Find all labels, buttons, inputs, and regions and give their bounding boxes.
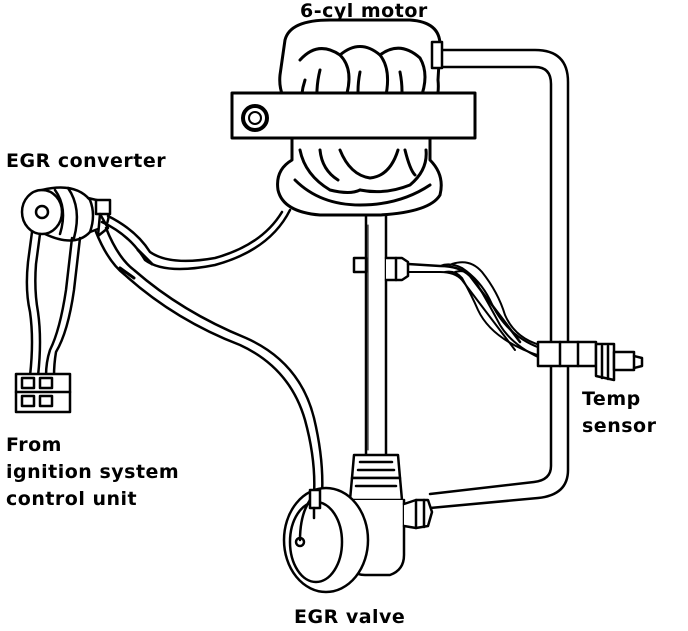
egr-valve-label: EGR valve: [294, 606, 406, 628]
harness-connector: [14, 372, 72, 414]
vacuum-hose-to-motor: [100, 208, 292, 271]
manifold-bolt: [241, 104, 269, 132]
temp-sensor-label-line2: sensor: [582, 415, 657, 437]
ignition-source-label-line2: ignition system: [6, 461, 180, 483]
motor-cylinder-ribs: [293, 45, 432, 207]
motor-label: 6-cyl motor: [300, 0, 428, 22]
exhaust-return-pipe: [428, 48, 570, 510]
egr-pipe-vertical: [364, 213, 388, 457]
temp-sensor-wires: [439, 261, 541, 359]
manifold-bar: [230, 91, 477, 140]
temp-sensor-label-line1: Temp: [582, 388, 641, 410]
converter-harness: [25, 230, 82, 378]
vacuum-hose-to-valve: [94, 226, 324, 497]
egr-valve: [282, 453, 434, 594]
motor-body: [276, 18, 443, 217]
temp-sensor-fitting: [352, 256, 522, 351]
ignition-source-label: From ignition system control unit: [6, 432, 179, 513]
motor: [230, 18, 477, 217]
temp-sensor-label: Temp sensor: [582, 386, 656, 440]
egr-converter: [20, 186, 112, 242]
egr-converter-label: EGR converter: [6, 150, 167, 172]
ignition-source-label-line3: control unit: [6, 488, 138, 510]
ignition-source-label-line1: From: [6, 434, 62, 456]
temp-sensor: [536, 340, 644, 382]
